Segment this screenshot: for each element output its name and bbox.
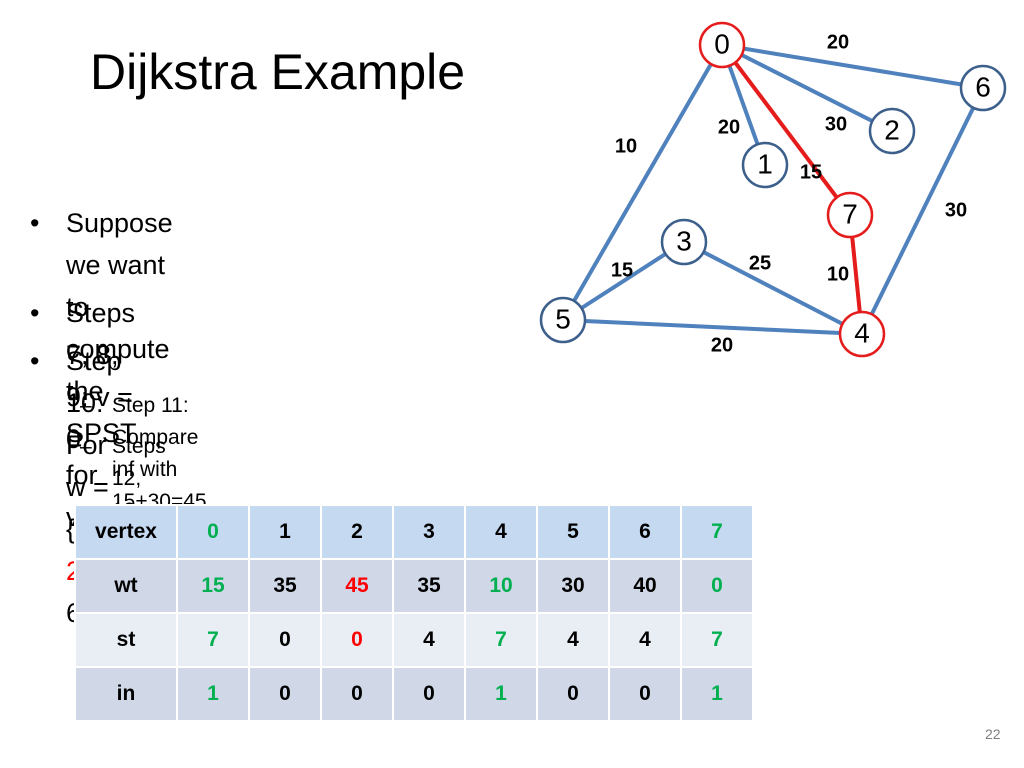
table-cell: 1 [464,666,538,722]
vertex-table: vertex 0 1 2 3 4 5 6 7 wt 15 35 45 35 10… [74,504,754,722]
table-header-cell: 6 [608,504,682,560]
table-cell: 45 [320,558,394,614]
node-4: 4 [838,310,886,358]
table-row-label: in [74,666,178,722]
bullet-dot: • [30,298,40,328]
table-cell: 0 [680,558,754,614]
node-label: 0 [714,28,730,59]
node-label: 6 [975,71,991,102]
node-3: 3 [660,218,708,266]
table-header-row: vertex 0 1 2 3 4 5 6 7 [74,504,754,560]
node-1: 1 [741,141,789,189]
table-header-cell: 7 [680,504,754,560]
edge-weight-0-2: 30 [825,113,847,135]
table-cell: 0 [320,612,394,668]
table-header-cell: 5 [536,504,610,560]
table-row-st: st 7 0 0 4 7 4 4 7 [74,612,754,668]
table-cell: 4 [608,612,682,668]
table-row-in: in 1 0 0 0 1 0 0 1 [74,666,754,722]
bullet-dot: • [30,346,40,376]
node-label: 3 [676,225,692,256]
node-2: 2 [868,107,916,155]
node-7: 7 [826,191,874,239]
edge-weight-0-5: 10 [615,135,637,157]
edge-0-7 [720,43,852,217]
table-cell: 0 [536,666,610,722]
table-header-cell: 2 [320,504,394,560]
node-5: 5 [539,296,587,344]
table-cell: 1 [680,666,754,722]
edge-0-2 [721,43,893,133]
table-cell: 15 [176,558,250,614]
bullet-dot: • [30,208,40,238]
slide-number: 22 [985,726,1001,742]
graph-edges [561,43,985,336]
graph-nodes: 0 1 2 3 4 5 6 7 [539,21,1007,358]
slide-title: Dijkstra Example [90,44,466,100]
edge-weight-0-6: 20 [827,31,849,53]
table-header-cell: 3 [392,504,466,560]
table-header-cell: 0 [176,504,250,560]
table-cell: 0 [248,612,322,668]
edge-weight-7-4: 10 [827,263,849,285]
table-cell: 35 [392,558,466,614]
edge-weight-3-4: 25 [749,252,771,274]
edge-weight-0-7: 15 [800,161,822,183]
table-cell: 35 [248,558,322,614]
edge-5-4 [562,318,863,336]
table-row-wt: wt 15 35 45 35 10 30 40 0 [74,558,754,614]
bullet-text: Steps 7, 8, 9: v = 0 [66,298,136,454]
node-6: 6 [959,64,1007,112]
node-label: 5 [555,303,571,334]
table-cell: 1 [176,666,250,722]
table-cell: 40 [608,558,682,614]
edge-3-5 [561,240,686,322]
edge-weight-5-4: 20 [711,334,733,356]
table-cell: 0 [392,666,466,722]
table-cell: 7 [680,612,754,668]
table-header-cell: 4 [464,504,538,560]
edge-0-5 [561,43,724,322]
table-row-label: wt [74,558,178,614]
table-cell: 4 [536,612,610,668]
table-cell: 30 [536,558,610,614]
node-label: 7 [842,198,858,229]
sub-bullet-dash: – [80,435,92,458]
sub-bullet-dash: – [80,394,92,417]
graph-diagram: 20 30 20 10 15 10 30 15 25 20 0 1 2 3 4 5 6 7 [539,21,1007,358]
node-0: 0 [698,21,746,69]
edge-weight-6-4: 30 [945,199,967,221]
sub-bullet-text: Step 11: Compare inf with 15+30=45 [112,394,207,513]
node-label: 4 [854,317,870,348]
table-cell: 0 [608,666,682,722]
edge-6-4 [860,87,985,335]
edge-0-6 [721,43,984,90]
table-cell: 7 [176,612,250,668]
table-row-label: st [74,612,178,668]
table-cell: 0 [320,666,394,722]
edge-weight-0-1: 20 [718,116,740,138]
node-label: 1 [757,148,773,179]
table-header-cell: 1 [248,504,322,560]
node-label: 2 [884,114,900,145]
table-header-cell: vertex [74,504,178,560]
edge-3-4 [683,240,863,336]
table-cell: 7 [464,612,538,668]
table-cell: 4 [392,612,466,668]
edge-weight-3-5: 15 [611,259,633,281]
table-cell: 10 [464,558,538,614]
table-cell: 0 [248,666,322,722]
